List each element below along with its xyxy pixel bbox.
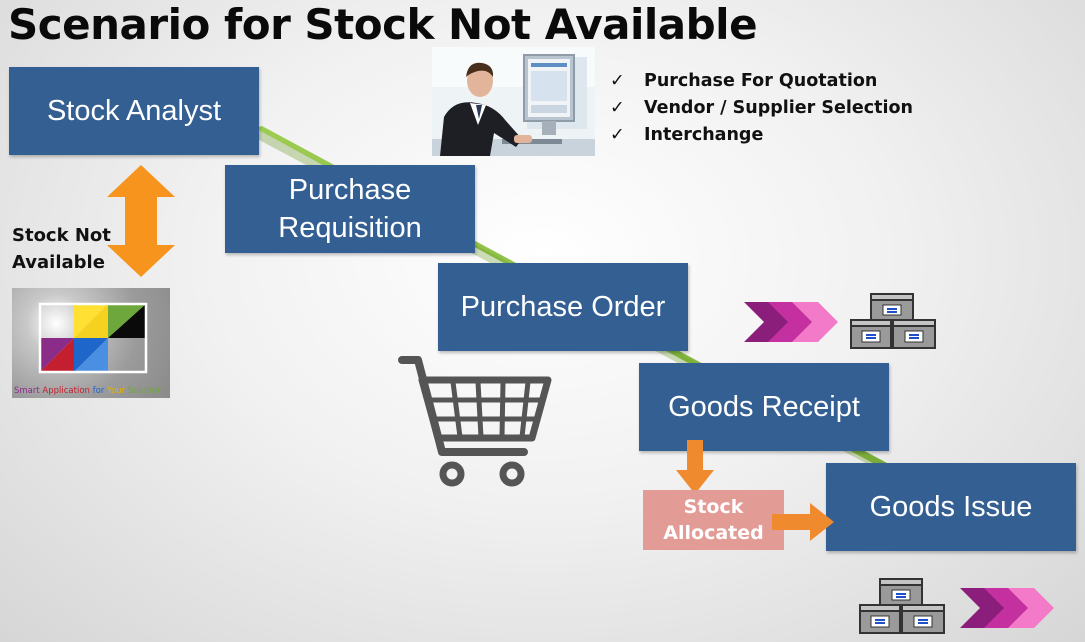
checklist-item: ✓ Interchange: [610, 122, 913, 149]
purchase-order-box: Purchase Order: [438, 263, 688, 351]
check-icon: ✓: [610, 125, 625, 145]
checklist: ✓ Purchase For Quotation ✓ Vendor / Suppli…: [610, 68, 913, 149]
purchase-requisition-label-2: Requisition: [278, 212, 422, 244]
person-at-computer-image: [432, 47, 595, 156]
goods-issue-box: Goods Issue: [826, 463, 1076, 551]
goods-receipt-box: Goods Receipt: [639, 363, 889, 451]
chevron-arrows-icon: [960, 588, 1054, 628]
logo-word-smart: Smart: [14, 386, 40, 396]
stock-not-available-line1: Stock Not: [12, 225, 111, 246]
logo-word-your: Your: [107, 386, 126, 396]
logo-mark: [38, 302, 148, 374]
right-arrow-icon: [772, 503, 834, 541]
checklist-item-label: Purchase For Quotation: [644, 71, 878, 91]
checklist-item: ✓ Purchase For Quotation: [610, 68, 913, 95]
logo-word-application: Application: [42, 386, 90, 396]
logo-tagline: Smart Application for Your Solution: [14, 386, 163, 396]
stock-not-available-label: Stock Not Available: [12, 222, 111, 276]
checklist-item: ✓ Vendor / Supplier Selection: [610, 95, 913, 122]
stock-allocated-box: Stock Allocated: [643, 490, 784, 550]
stock-analyst-box: Stock Analyst: [9, 67, 259, 155]
check-icon: ✓: [610, 71, 625, 91]
stock-allocated-line1: Stock: [683, 496, 744, 518]
checklist-item-label: Interchange: [644, 125, 764, 145]
inventory-boxes-icon: [850, 293, 936, 349]
company-logo: Smart Application for Your Solution: [12, 288, 170, 398]
purchase-order-label: Purchase Order: [460, 290, 666, 323]
stock-allocated-line2: Allocated: [663, 522, 764, 544]
stock-not-available-line2: Available: [12, 252, 105, 273]
page-title: Scenario for Stock Not Available: [8, 0, 758, 49]
shopping-cart-icon: [398, 356, 552, 487]
purchase-requisition-label-1: Purchase: [288, 174, 412, 206]
logo-word-solution: Solution: [127, 386, 163, 396]
stock-analyst-label: Stock Analyst: [46, 94, 222, 127]
checklist-item-label: Vendor / Supplier Selection: [644, 98, 913, 118]
updown-arrow-icon: [107, 165, 175, 277]
logo-word-for: for: [92, 386, 105, 396]
chevron-arrows-icon: [744, 302, 838, 342]
down-arrow-icon: [676, 440, 714, 494]
goods-issue-label: Goods Issue: [869, 490, 1033, 523]
check-icon: ✓: [610, 98, 625, 118]
goods-receipt-label: Goods Receipt: [668, 390, 860, 423]
purchase-requisition-box: Purchase Requisition: [225, 165, 475, 253]
inventory-boxes-icon: [859, 578, 945, 634]
